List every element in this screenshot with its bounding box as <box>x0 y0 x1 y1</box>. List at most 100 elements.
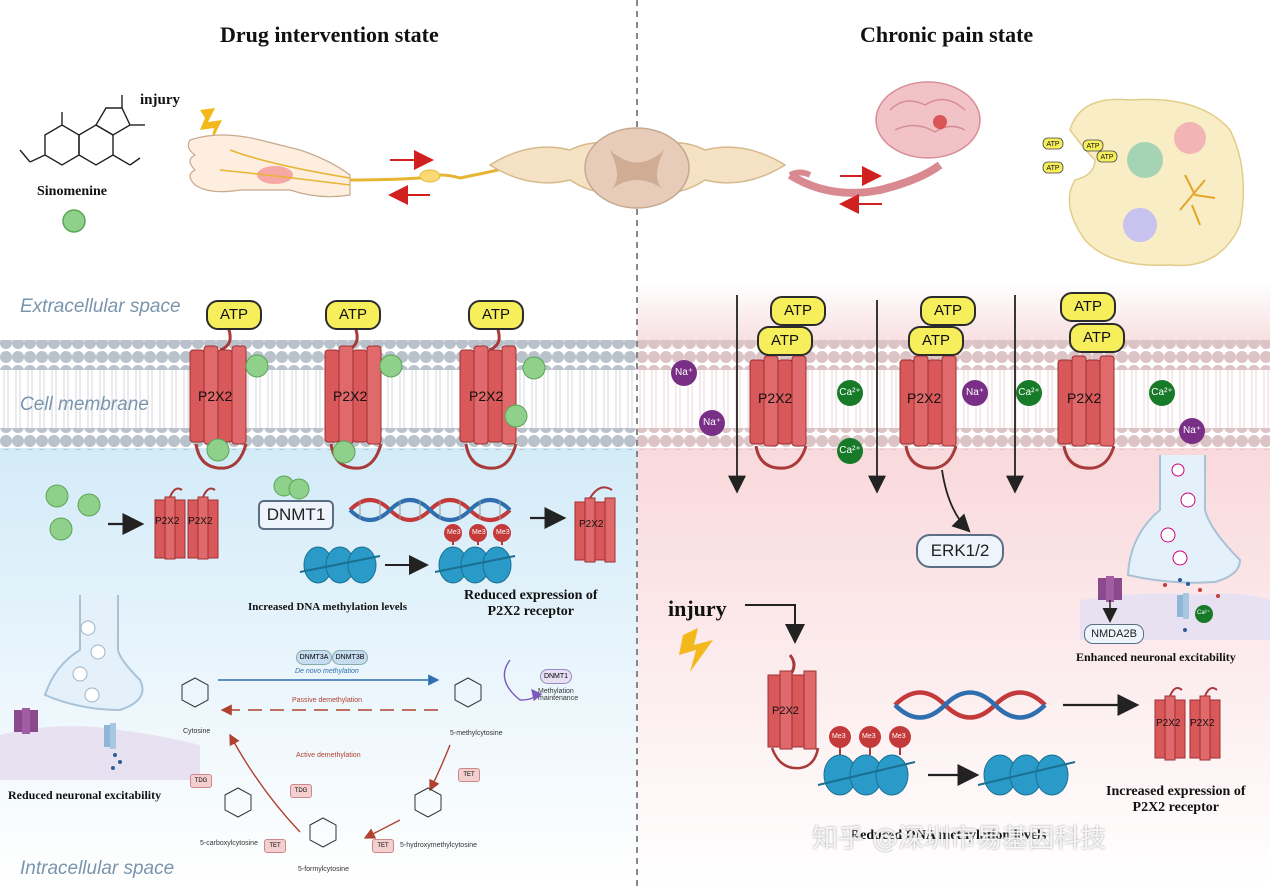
sodium-ion: Na⁺ <box>671 360 697 386</box>
sodium-ion: Na⁺ <box>699 410 725 436</box>
brain-icon <box>875 81 981 159</box>
nucleosome-right-1 <box>817 726 916 796</box>
tiny-atp: ATP <box>1086 143 1099 150</box>
atp-badge: ATP <box>468 300 524 330</box>
atp-badge: ATP <box>1069 323 1125 353</box>
p2x2-receptor-right-1 <box>749 348 808 470</box>
reduced-excitability-label: Reduced neuronal excitability <box>8 788 162 802</box>
tiny-atp: ATP <box>1046 165 1059 172</box>
p2x2-label: P2X2 <box>1190 718 1215 729</box>
p2x2-label: P2X2 <box>579 519 604 530</box>
tet-badge: TET <box>264 839 286 853</box>
cell-membrane-label: Cell membrane <box>20 394 149 415</box>
carboxylcytosine-label: 5-carboxylcytosine <box>200 840 258 847</box>
reduced-methylation-label: Reduced DNA methylation levels <box>850 828 1047 843</box>
calcium-ion: Ca²⁺ <box>837 380 863 406</box>
p2x2-receptor-left-1 <box>189 326 269 470</box>
p2x2-label: P2X2 <box>198 388 233 404</box>
cytosine-structures <box>181 677 482 848</box>
p2x2-label: P2X2 <box>758 390 793 406</box>
active-demethylation-label: Active demethylation <box>296 752 361 759</box>
dnmt3a-badge: DNMT3A <box>296 650 332 665</box>
me3-tag: Me3 <box>496 529 510 536</box>
p2x2-label: P2X2 <box>469 388 504 404</box>
hand-icon <box>187 134 351 198</box>
atp-badge: ATP <box>1060 292 1116 322</box>
erk-box: ERK1/2 <box>916 534 1004 568</box>
cytosine-label: Cytosine <box>183 728 211 735</box>
tdg-badge: TDG <box>190 774 212 788</box>
increased-methylation-label: Increased DNA methylation levels <box>248 601 407 613</box>
p2x2-receptor-right-3 <box>1057 355 1116 470</box>
formylcytosine-label: 5-formylcytosine <box>298 866 349 873</box>
injury-label-right: injury <box>668 596 727 621</box>
p2x2-label: P2X2 <box>907 390 942 406</box>
p2x2-label: P2X2 <box>772 705 799 717</box>
calcium-ion: Ca²⁺ <box>1016 380 1042 406</box>
sodium-ion: Na⁺ <box>962 380 988 406</box>
p2x2-single-receptor-left <box>574 486 616 563</box>
dnmt3b-badge: DNMT3B <box>332 650 368 665</box>
dnmt1-box: DNMT1 <box>258 500 334 530</box>
reduced-expression-label: Reduced expression of P2X2 receptor <box>464 588 598 619</box>
calcium-ion: Ca²⁺ <box>1149 380 1175 406</box>
atp-badge: ATP <box>770 296 826 326</box>
synapse-left-icon <box>0 595 200 780</box>
maintenance-label: Methylation maintenance <box>538 688 579 702</box>
p2x2-double-receptor-right <box>1154 687 1221 761</box>
hydroxymethylcytosine-label: 5-hydroxymethylcytosine <box>400 842 478 849</box>
sodium-ion: Na⁺ <box>1179 418 1205 444</box>
p2x2-label: P2X2 <box>155 516 180 527</box>
sinomenine-structure <box>19 95 145 166</box>
tet-badge: TET <box>372 839 394 853</box>
spinal-cord-icon <box>488 127 787 209</box>
p2x2-label: P2X2 <box>1156 718 1181 729</box>
intracellular-space-label: Intracellular space <box>20 858 175 879</box>
atp-badge: ATP <box>757 326 813 356</box>
dna-helix-left <box>348 498 512 522</box>
atp-badge: ATP <box>325 300 381 330</box>
left-title: Drug intervention state <box>220 22 439 47</box>
sinomenine-molecule-icon <box>62 209 86 233</box>
sinomenine-label: Sinomenine <box>37 184 108 199</box>
p2x2-label: P2X2 <box>1067 390 1102 406</box>
lightning-icon-right <box>679 628 713 672</box>
p2x2-receptor-right-2 <box>899 355 958 470</box>
watermark: 知乎 @深圳市易基因科技 <box>812 824 1107 854</box>
tet-badge: TET <box>458 768 480 782</box>
atp-badge: ATP <box>908 326 964 356</box>
methylation-cycle <box>218 659 543 839</box>
tdg-badge: TDG <box>290 784 312 798</box>
right-title: Chronic pain state <box>860 22 1034 47</box>
me3-tag: Me3 <box>892 733 906 740</box>
glial-cell-cluster-icon <box>1068 98 1245 267</box>
p2x2-label: P2X2 <box>333 388 368 404</box>
p2x2-receptor-left-3 <box>459 326 546 470</box>
calcium-ion-small: Ca²⁺ <box>1197 610 1210 616</box>
tiny-atp: ATP <box>1100 154 1113 161</box>
passive-demethylation-label: Passive demethylation <box>292 697 363 704</box>
enhanced-excitability-label: Enhanced neuronal excitability <box>1076 650 1236 664</box>
dnmt1-small-badge: DNMT1 <box>540 669 572 684</box>
atp-badge: ATP <box>206 300 262 330</box>
lightning-icon <box>200 108 222 145</box>
injury-label-top: injury <box>140 92 181 108</box>
nucleosome-left-2 <box>434 524 516 584</box>
atp-badge: ATP <box>920 296 976 326</box>
increased-expression-label: Increased expression of P2X2 receptor <box>1106 784 1246 815</box>
de-novo-label: De novo methylation <box>295 668 359 675</box>
calcium-ion: Ca²⁺ <box>837 438 863 464</box>
nucleosome-left-1 <box>299 546 381 584</box>
me3-tag: Me3 <box>447 529 461 536</box>
p2x2-double-receptor-left <box>154 487 219 560</box>
p2x2-receptor-left-2 <box>324 326 403 470</box>
extracellular-space-label: Extracellular space <box>20 296 181 317</box>
nucleosome-right-2 <box>977 754 1076 796</box>
dna-helix-right <box>893 690 1047 720</box>
me3-tag: Me3 <box>472 529 486 536</box>
tiny-atp: ATP <box>1046 141 1059 148</box>
nmda2b-box: NMDA2B <box>1084 624 1144 644</box>
me3-tag: Me3 <box>832 733 846 740</box>
